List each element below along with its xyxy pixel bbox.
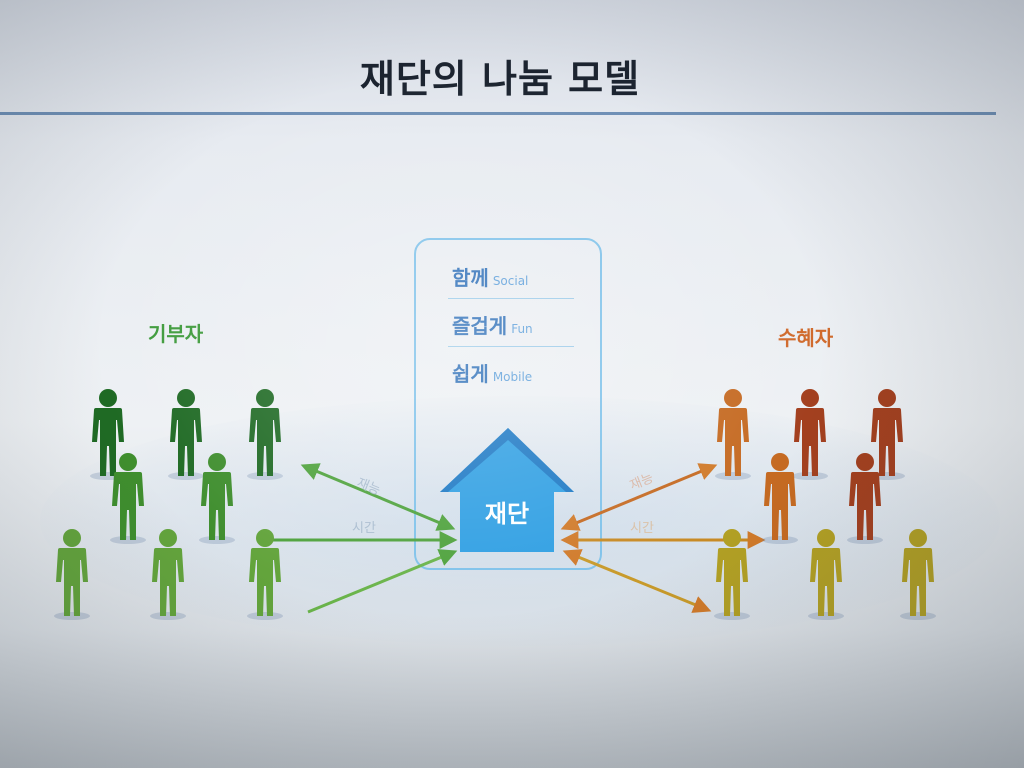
recipient-person-icon bbox=[869, 389, 905, 480]
recipient-person-icon bbox=[900, 529, 936, 620]
flow-label-left-mid: 시간 bbox=[352, 521, 376, 536]
value-mobile-ko: 쉽게 bbox=[452, 362, 489, 386]
arrow-donor-top bbox=[300, 463, 456, 531]
flow-label-right-mid: 시간 bbox=[630, 521, 654, 536]
flow-label-left-top: 재능 bbox=[355, 476, 383, 499]
donor-person-icon bbox=[90, 389, 126, 480]
donor-arrows bbox=[272, 463, 458, 614]
foundation-label: 재단 bbox=[484, 500, 530, 528]
donor-person-icon bbox=[247, 529, 283, 620]
recipients-label: 수혜자 bbox=[778, 326, 834, 350]
value-fun-ko: 즐겁게 bbox=[452, 314, 508, 338]
arrow-recipient-bottom bbox=[562, 549, 712, 613]
recipient-person-icon bbox=[714, 529, 750, 620]
value-social-ko: 함께 bbox=[452, 266, 489, 290]
donors-label: 기부자 bbox=[148, 322, 204, 346]
page-title: 재단의 나눔 모델 bbox=[359, 57, 641, 101]
donor-person-icon bbox=[199, 453, 235, 544]
value-social-en: Social bbox=[492, 274, 529, 288]
arrow-recipient-top bbox=[560, 463, 718, 531]
value-fun-en: Fun bbox=[511, 322, 533, 336]
people-group bbox=[54, 389, 936, 620]
donor-person-icon bbox=[168, 389, 204, 480]
value-divider bbox=[448, 298, 574, 299]
recipient-person-icon bbox=[715, 389, 751, 480]
title-divider bbox=[0, 112, 996, 115]
donor-person-icon bbox=[110, 453, 146, 544]
recipient-person-icon bbox=[762, 453, 798, 544]
recipient-person-icon bbox=[792, 389, 828, 480]
recipient-person-icon bbox=[847, 453, 883, 544]
donor-person-icon bbox=[247, 389, 283, 480]
arrow-donor-bottom bbox=[307, 549, 458, 614]
foundation-house-icon bbox=[440, 428, 574, 552]
donor-person-icon bbox=[54, 529, 90, 620]
value-divider bbox=[448, 346, 574, 347]
donor-person-icon bbox=[150, 529, 186, 620]
value-mobile-en: Mobile bbox=[492, 370, 533, 384]
recipient-person-icon bbox=[808, 529, 844, 620]
